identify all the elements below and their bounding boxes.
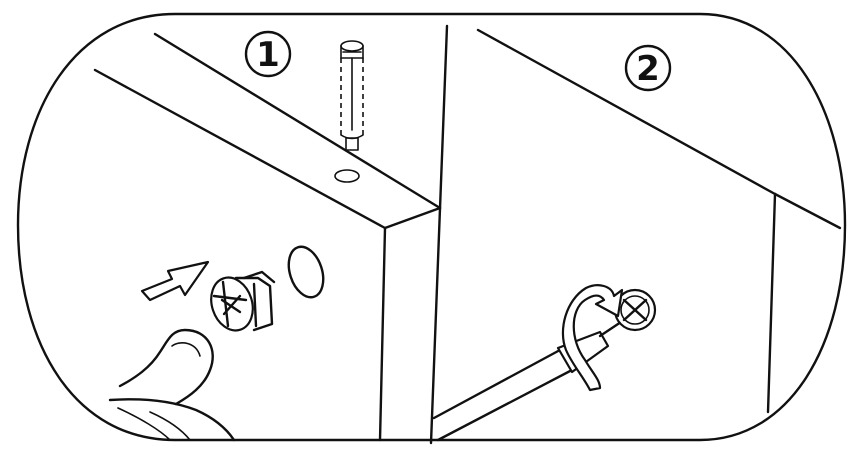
cabinet-top-back	[155, 34, 440, 208]
step-1-number: 1	[256, 35, 280, 75]
insert-arrow-icon	[142, 262, 208, 300]
cabinet-top-line	[478, 30, 775, 194]
step-1-badge: 1	[246, 32, 290, 76]
cabinet-side-edge	[380, 228, 385, 440]
cam-dowel-icon	[335, 41, 363, 182]
panel-step-1: 1	[95, 32, 440, 440]
cam-hole	[283, 242, 330, 301]
cam-lock-icon	[205, 272, 274, 336]
cabinet-side-edge-2	[768, 194, 775, 412]
cabinet-corner	[385, 208, 440, 228]
step-2-number: 2	[636, 49, 660, 89]
diagram-frame	[18, 14, 845, 440]
panel-step-2: 2	[434, 30, 840, 440]
panel-divider	[431, 26, 447, 443]
step-2-badge: 2	[626, 46, 670, 90]
cabinet-top-line-2	[775, 194, 840, 228]
hand-icon	[110, 330, 234, 440]
